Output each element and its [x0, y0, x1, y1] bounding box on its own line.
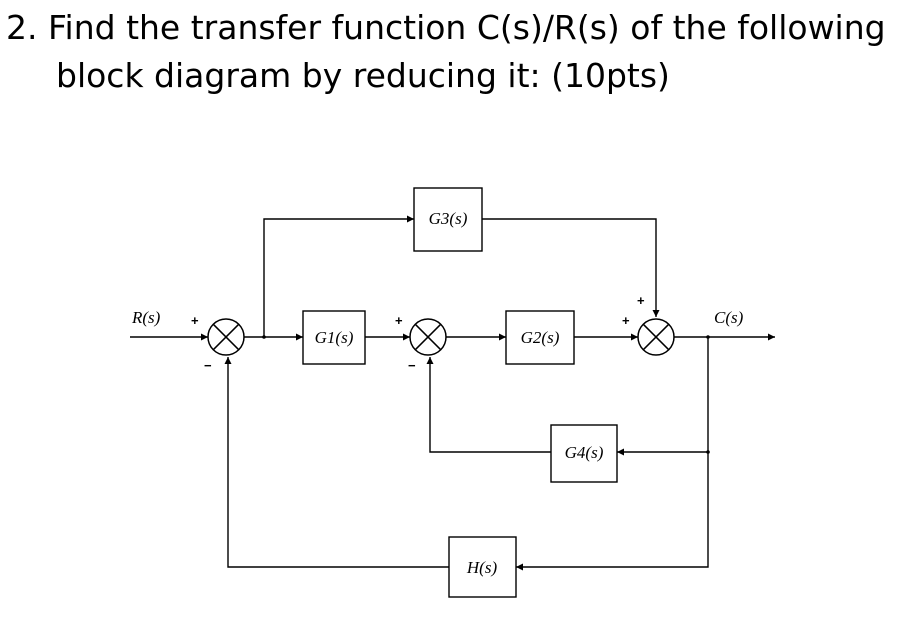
block-g4	[550, 424, 618, 483]
block-g4-label: G4(s)	[565, 443, 604, 462]
block-g2-label: G2(s)	[521, 328, 560, 347]
wire-branch-to-g3	[263, 215, 414, 337]
summing-junction-1	[207, 318, 245, 356]
sign-sum3-top: +	[637, 293, 645, 308]
summing-junction-3	[637, 318, 675, 356]
block-h-label: H(s)	[466, 558, 498, 577]
block-g3	[413, 187, 483, 252]
output-label: C(s)	[714, 308, 744, 327]
block-g1	[302, 310, 366, 365]
block-g2	[505, 310, 575, 365]
question-text: 2. Find the transfer function C(s)/R(s) …	[6, 4, 911, 100]
question-line-1: 2. Find the transfer function C(s)/R(s) …	[6, 8, 886, 47]
wire-g4-to-sum2	[426, 357, 551, 453]
wire-output-to-h	[516, 452, 709, 571]
input-label: R(s)	[131, 308, 161, 327]
sign-sum3-input: +	[622, 313, 630, 328]
junction-dot-g3	[262, 335, 266, 339]
junction-dot-feedback	[706, 450, 710, 454]
sign-sum2-feedback: −	[408, 358, 416, 373]
block-h	[448, 536, 517, 598]
sign-sum2-input: +	[395, 313, 403, 328]
sign-sum1-input: +	[191, 313, 199, 328]
summing-junction-2	[409, 318, 447, 356]
block-g1-label: G1(s)	[315, 328, 354, 347]
wire-g3-to-sum3	[482, 218, 660, 317]
question-line-2: block diagram by reducing it: (10pts)	[56, 56, 670, 95]
sign-sum1-feedback: −	[204, 358, 212, 373]
block-g3-label: G3(s)	[429, 209, 468, 228]
wire-h-to-sum1	[224, 357, 449, 568]
junction-dot-output	[706, 335, 710, 339]
